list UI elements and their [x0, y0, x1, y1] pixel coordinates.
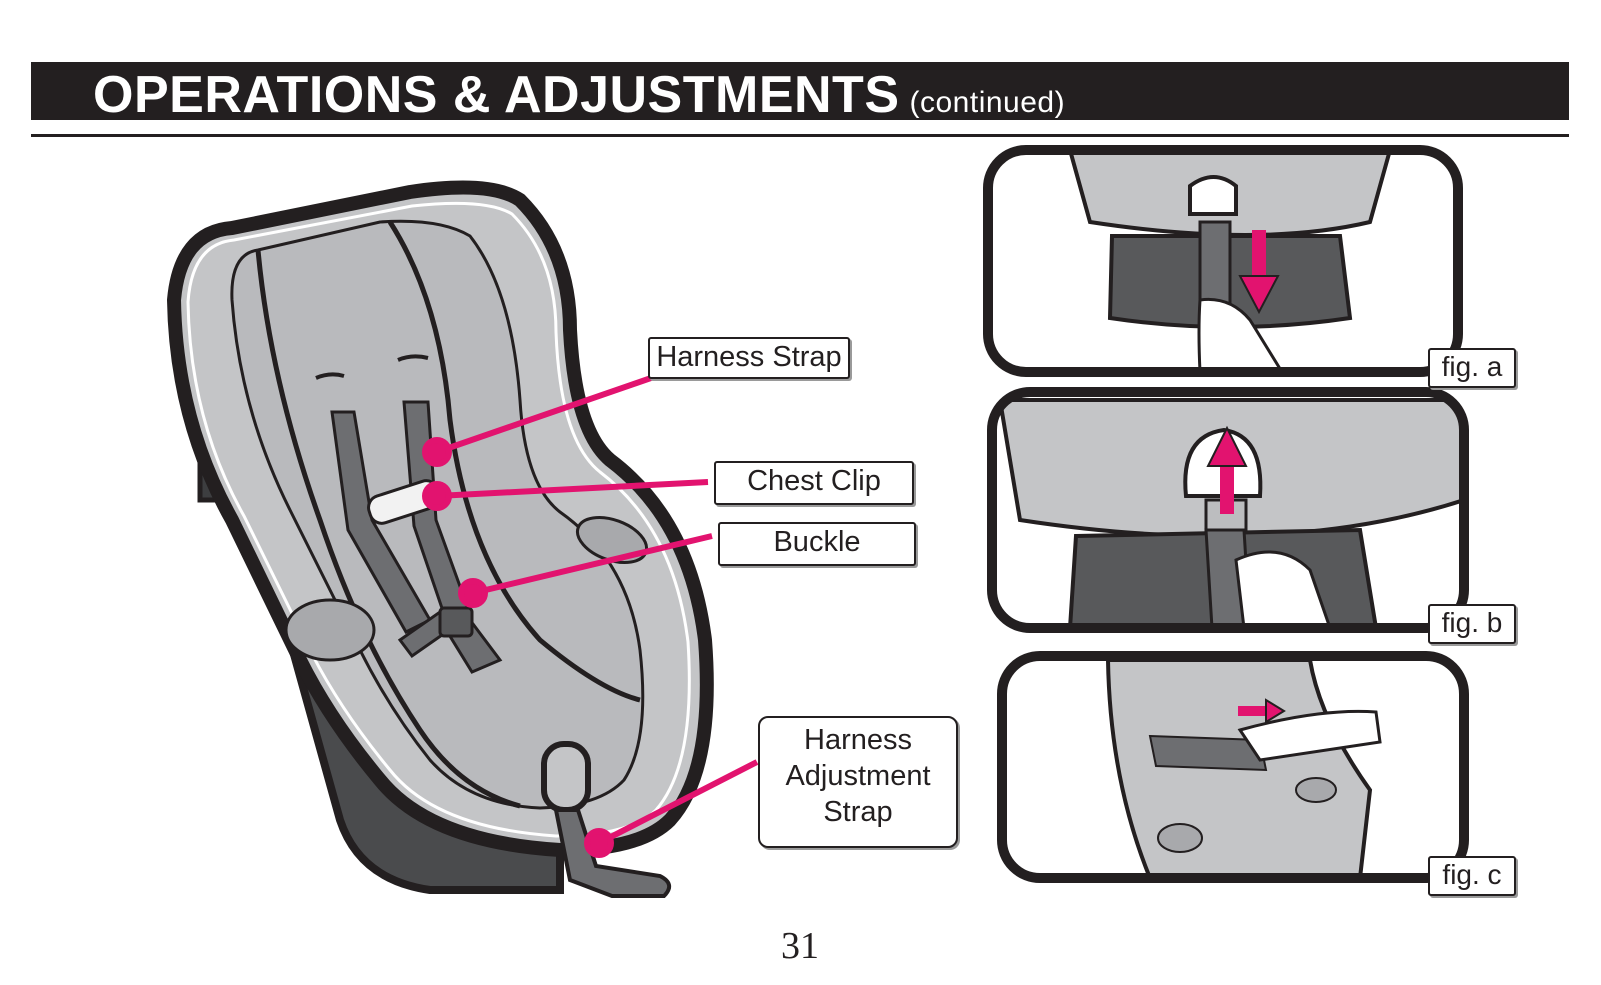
page-title: OPERATIONS & ADJUSTMENTS(continued)	[93, 66, 1066, 124]
page-subtitle: (continued)	[909, 86, 1066, 119]
callout-harness-adjustment-strap: Harness Adjustment Strap	[758, 716, 958, 848]
car-seat-illustration	[167, 180, 714, 898]
callout-line-2: Adjustment	[785, 760, 931, 792]
callout-leaders	[422, 365, 759, 858]
figure-b-panel	[987, 387, 1469, 633]
callout-line-1: Harness	[804, 724, 912, 756]
seat-cushion	[230, 219, 645, 810]
callout-harness-strap: Harness Strap	[648, 337, 850, 379]
figure-c-panel	[997, 651, 1469, 883]
header-rule	[31, 134, 1569, 137]
callout-chest-clip: Chest Clip	[714, 461, 914, 505]
figure-a-label: fig. a	[1428, 348, 1516, 388]
figure-b-label: fig. b	[1428, 604, 1516, 644]
callout-line-3: Strap	[823, 796, 893, 828]
callout-buckle: Buckle	[718, 522, 916, 566]
figure-c-label: fig. c	[1428, 856, 1516, 896]
page-number: 31	[781, 925, 819, 967]
buckle-graphic	[438, 606, 474, 638]
header-bar: OPERATIONS & ADJUSTMENTS(continued)	[31, 62, 1569, 124]
figure-a-panel	[983, 145, 1463, 377]
adjustment-strap-graphic	[553, 808, 672, 898]
seat-piping	[186, 201, 691, 838]
